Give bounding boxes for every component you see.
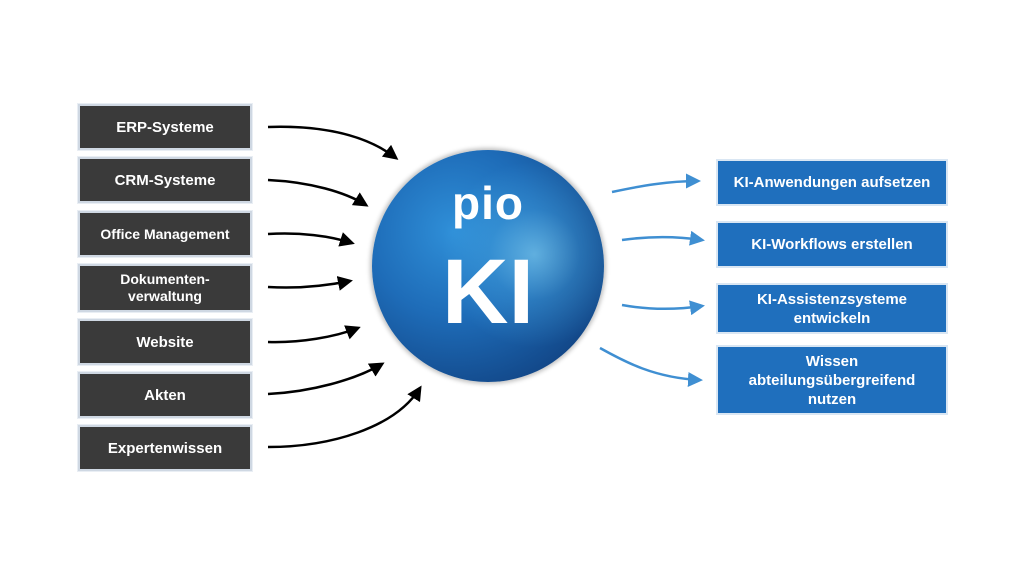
arrow-expertenwissen [267, 385, 422, 449]
source-label: Akten [144, 386, 186, 404]
arrow-crm [267, 178, 369, 207]
output-box-workflows: KI-Workflows erstellen [716, 221, 948, 268]
source-box-office: Office Management [78, 211, 252, 257]
arrow-office [267, 232, 355, 247]
output-label: KI-Workflows erstellen [751, 236, 913, 253]
hub-title-large: KI [442, 241, 534, 343]
source-label: Website [136, 333, 194, 351]
source-box-expertenwissen: Expertenwissen [78, 425, 252, 471]
output-box-wissen: Wissen abteilungsübergreifend nutzen [716, 345, 948, 415]
source-label: Office Management [100, 225, 230, 242]
source-label: Expertenwissen [107, 439, 223, 457]
pio-ki-hub: pio KI [372, 150, 604, 382]
source-label: CRM-Systeme [114, 171, 216, 189]
source-box-website: Website [78, 319, 252, 365]
arrow-erp [267, 125, 399, 160]
arrow-out-anwendungen [611, 173, 701, 194]
arrow-akten [267, 362, 385, 396]
source-box-akten: Akten [78, 372, 252, 418]
arrow-out-workflows [621, 230, 705, 246]
arrow-website [267, 325, 361, 344]
source-box-dokumente: Dokumenten- verwaltung [78, 264, 252, 312]
output-label: Wissen abteilungsübergreifend nutzen [748, 352, 916, 408]
output-box-assistenz: KI-Assistenzsysteme entwickeln [716, 283, 948, 334]
hub-title-small: pio [452, 177, 524, 229]
output-box-anwendungen: KI-Anwendungen aufsetzen [716, 159, 948, 206]
output-label: KI-Assistenzsysteme entwickeln [756, 290, 908, 327]
arrow-out-assistenz [621, 300, 705, 316]
source-label: Dokumenten- verwaltung [120, 271, 210, 304]
arrow-dokumente [267, 275, 353, 291]
arrow-out-wissen [599, 346, 703, 387]
source-box-crm: CRM-Systeme [78, 157, 252, 203]
source-box-erp: ERP-Systeme [78, 104, 252, 150]
output-label: KI-Anwendungen aufsetzen [733, 174, 931, 191]
source-label: ERP-Systeme [116, 118, 214, 136]
